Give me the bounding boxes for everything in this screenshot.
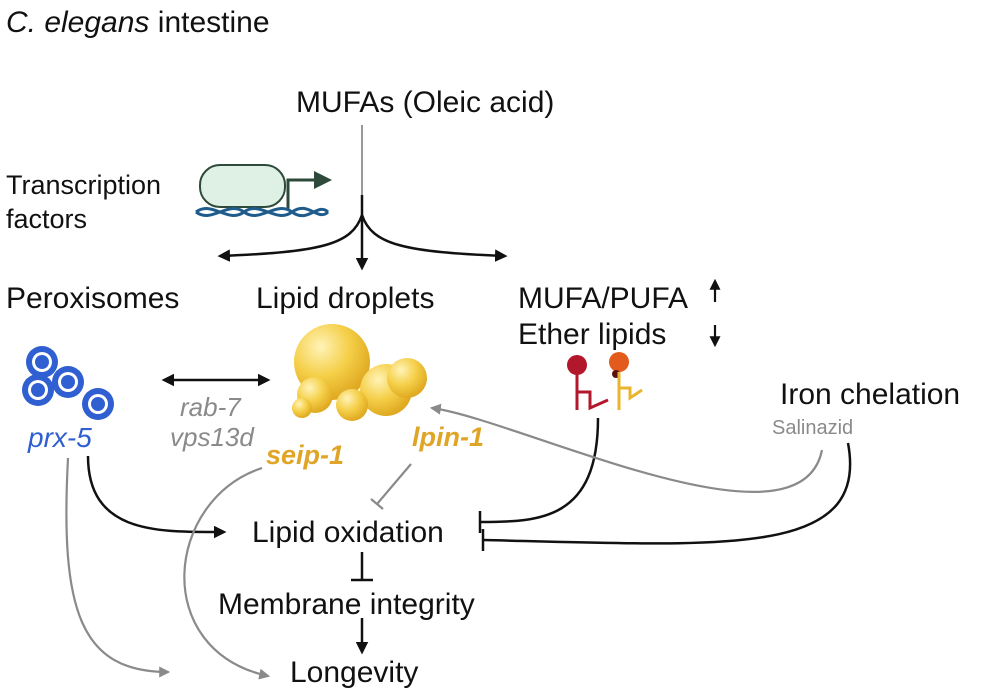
lipid-molecule-icon (567, 352, 643, 411)
transcription-factors-line2: factors (6, 204, 88, 234)
transcription-factors-line1: Transcription (6, 170, 162, 200)
prx5-to-oxidation-arrow (86, 455, 227, 539)
longevity-node: Longevity (290, 656, 419, 689)
page-title: C. elegans intestine (6, 8, 270, 38)
title-rest: intestine (149, 6, 270, 39)
mufa-pufa-node: MUFA/PUFA (518, 282, 689, 315)
lipid-oxidation-node: Lipid oxidation (252, 516, 444, 549)
salinazid-label: Salinazid (772, 417, 854, 439)
mufas-node: MUFAs (Oleic acid) (296, 86, 555, 119)
prx5-to-longevity-arrow (65, 457, 171, 678)
salinazid-to-droplet-arrow (429, 403, 824, 493)
lipid-droplets-node: Lipid droplets (256, 282, 435, 315)
ether-lipid-inhibition (478, 417, 600, 533)
lpin1-inhibition (370, 463, 412, 510)
seip1-to-longevity-arrow (183, 466, 271, 680)
gene-prx5: prx-5 (28, 422, 92, 453)
iron-chelation-node: Iron chelation (780, 378, 961, 411)
mufa-branch-arrows (217, 125, 508, 271)
iron-chelation-inhibition (481, 442, 852, 551)
ether-lipids-node: Ether lipids (518, 318, 667, 351)
transcription-factors-label: Transcription factors (6, 168, 161, 236)
species-name: C. elegans (6, 6, 150, 39)
transcription-factor-icon (195, 164, 332, 218)
gene-seip1: seip-1 (266, 440, 345, 470)
peroxisome-icon (22, 346, 114, 420)
peroxisomes-node: Peroxisomes (6, 282, 180, 315)
gene-vps13d: vps13d (170, 422, 254, 452)
gene-lpin1: lpin-1 (412, 422, 484, 452)
lipid-droplet-icon (292, 324, 427, 421)
membrane-integrity-node: Membrane integrity (218, 588, 475, 621)
gene-rab7: rab-7 (180, 392, 241, 422)
oxidation-inhibits-membrane (351, 552, 373, 582)
